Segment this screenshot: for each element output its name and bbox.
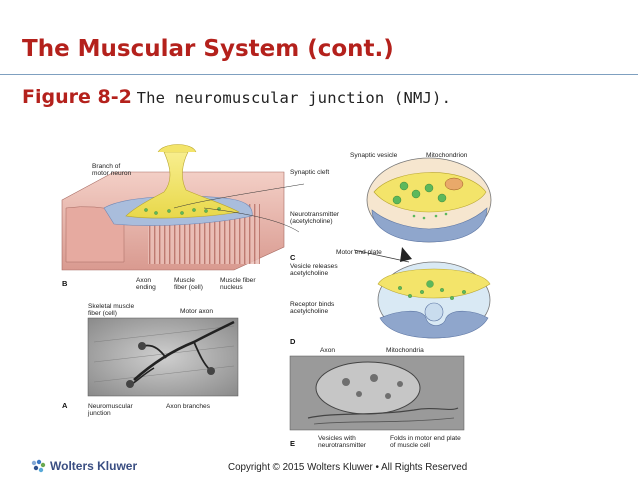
panel-letter-c: C [290, 253, 296, 262]
footer-brand: Wolters Kluwer [50, 459, 138, 473]
label-vesicle-releases-1: Vesicle releases [290, 263, 338, 270]
panel-letter-e: E [290, 439, 295, 448]
footer-logo: Wolters Kluwer [30, 459, 137, 473]
label-nmj-2: junction [87, 410, 111, 417]
figure-description: The neuromuscular junction (NMJ). [136, 89, 452, 107]
label-axon-branches: Axon branches [166, 403, 211, 410]
label-vesicle-releases-2: acetylcholine [290, 270, 328, 277]
nmj-illustration: Branch of motor neuron Axon ending Muscl… [61, 144, 492, 449]
label-synaptic-cleft: Synaptic cleft [290, 169, 329, 176]
label-axon-ending-2: ending [136, 284, 156, 291]
label-folds-1: Folds in motor end plate [390, 435, 461, 442]
panel-e-micrograph [289, 355, 465, 431]
slide-title: The Muscular System (cont.) [22, 36, 394, 62]
label-axon-ending-1: Axon [136, 277, 151, 284]
label-axon: Axon [320, 347, 335, 354]
label-neurotransmitter-2: (acetylcholine) [290, 218, 333, 225]
label-receptor-binds-2: acetylcholine [290, 308, 328, 315]
wolters-kluwer-logo-icon [31, 459, 46, 473]
panel-b-muscle-diagram [61, 144, 305, 271]
label-folds-2: of muscle cell [390, 442, 430, 449]
label-vesicles-with-2: neurotransmitter [318, 442, 367, 449]
label-neurotransmitter-1: Neurotransmitter [290, 211, 340, 218]
nmj-figure: Branch of motor neuron Axon ending Muscl… [54, 112, 610, 452]
label-receptor-binds-1: Receptor binds [290, 301, 335, 308]
label-skeletal-1: Skeletal muscle [88, 303, 135, 310]
panel-letter-d: D [290, 337, 296, 346]
figure-caption: Figure 8-2 The neuromuscular junction (N… [22, 86, 451, 108]
arrow-head [400, 247, 412, 262]
label-nmj-1: Neuromuscular [88, 403, 134, 410]
label-mitochondria: Mitochondria [386, 347, 424, 354]
label-muscle-fiber-1: Muscle [174, 277, 195, 284]
label-mitochondrion: Mitochondrion [426, 152, 468, 159]
panel-letter-a: A [62, 401, 68, 410]
label-muscle-fiber-2: fiber (cell) [174, 284, 203, 291]
label-motor-axon: Motor axon [180, 308, 213, 315]
label-branch-2: motor neuron [92, 170, 132, 177]
figure-number: Figure 8-2 [22, 86, 132, 108]
panel-arrow [353, 249, 410, 263]
panel-d-receptor [377, 261, 491, 339]
label-fiber-nucleus-1: Muscle fiber [220, 277, 256, 284]
title-divider [0, 74, 638, 75]
label-fiber-nucleus-2: nucleus [220, 284, 243, 291]
label-motor-end-plate: Motor end plate [336, 249, 382, 256]
panel-a-micrograph [87, 317, 239, 397]
copyright-text: Copyright © 2015 Wolters Kluwer • All Ri… [228, 462, 468, 473]
panel-c-synapse [366, 157, 492, 243]
label-vesicles-with-1: Vesicles with [318, 435, 356, 442]
panel-letter-b: B [62, 279, 68, 288]
label-branch-1: Branch of [92, 163, 120, 170]
label-skeletal-2: fiber (cell) [88, 310, 117, 317]
label-synaptic-vesicle: Synaptic vesicle [350, 152, 398, 159]
